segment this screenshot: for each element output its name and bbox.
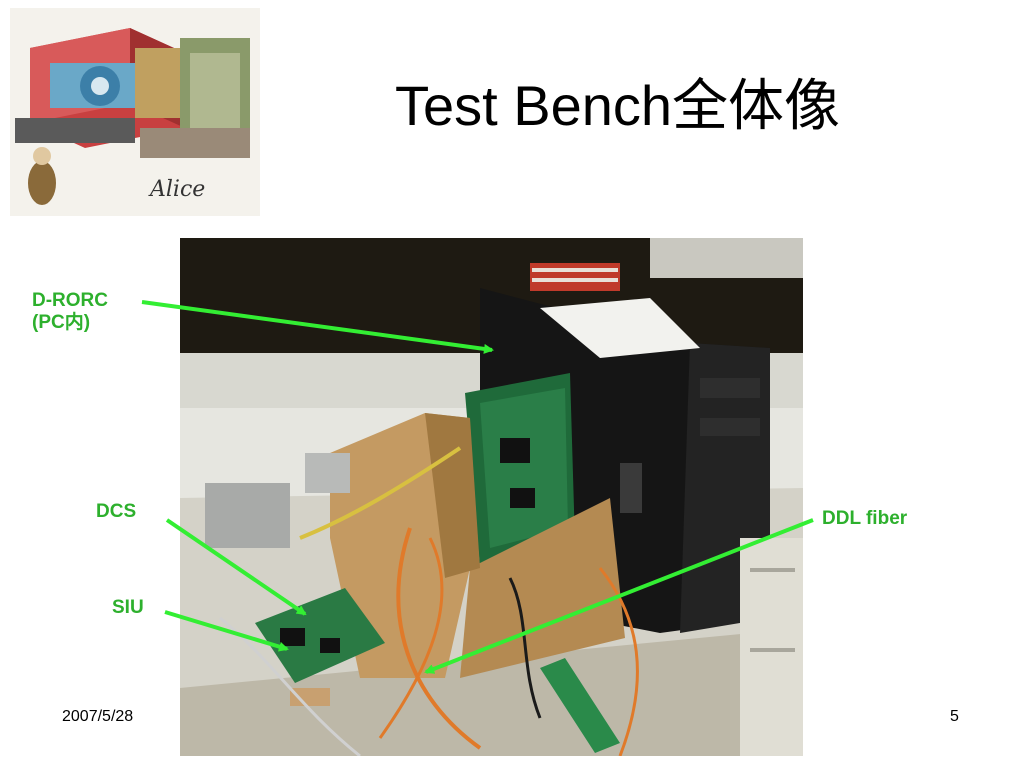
drorc-label: D-RORC (PC内) [32,290,108,334]
alice-logo: Alice [10,8,260,216]
slide-title: Test Bench全体像 [395,74,841,137]
footer-date: 2007/5/28 [62,708,134,725]
drorc-label-line1: D-RORC [32,290,108,311]
svg-text:Alice: Alice [148,177,205,202]
page-number: 5 [950,708,959,725]
siu-label: SIU [112,597,144,618]
test-bench-photo [180,238,803,756]
drorc-label-line2: (PC内) [32,311,91,333]
ddl-fiber-label: DDL fiber [822,508,908,529]
dcs-label: DCS [96,501,137,522]
